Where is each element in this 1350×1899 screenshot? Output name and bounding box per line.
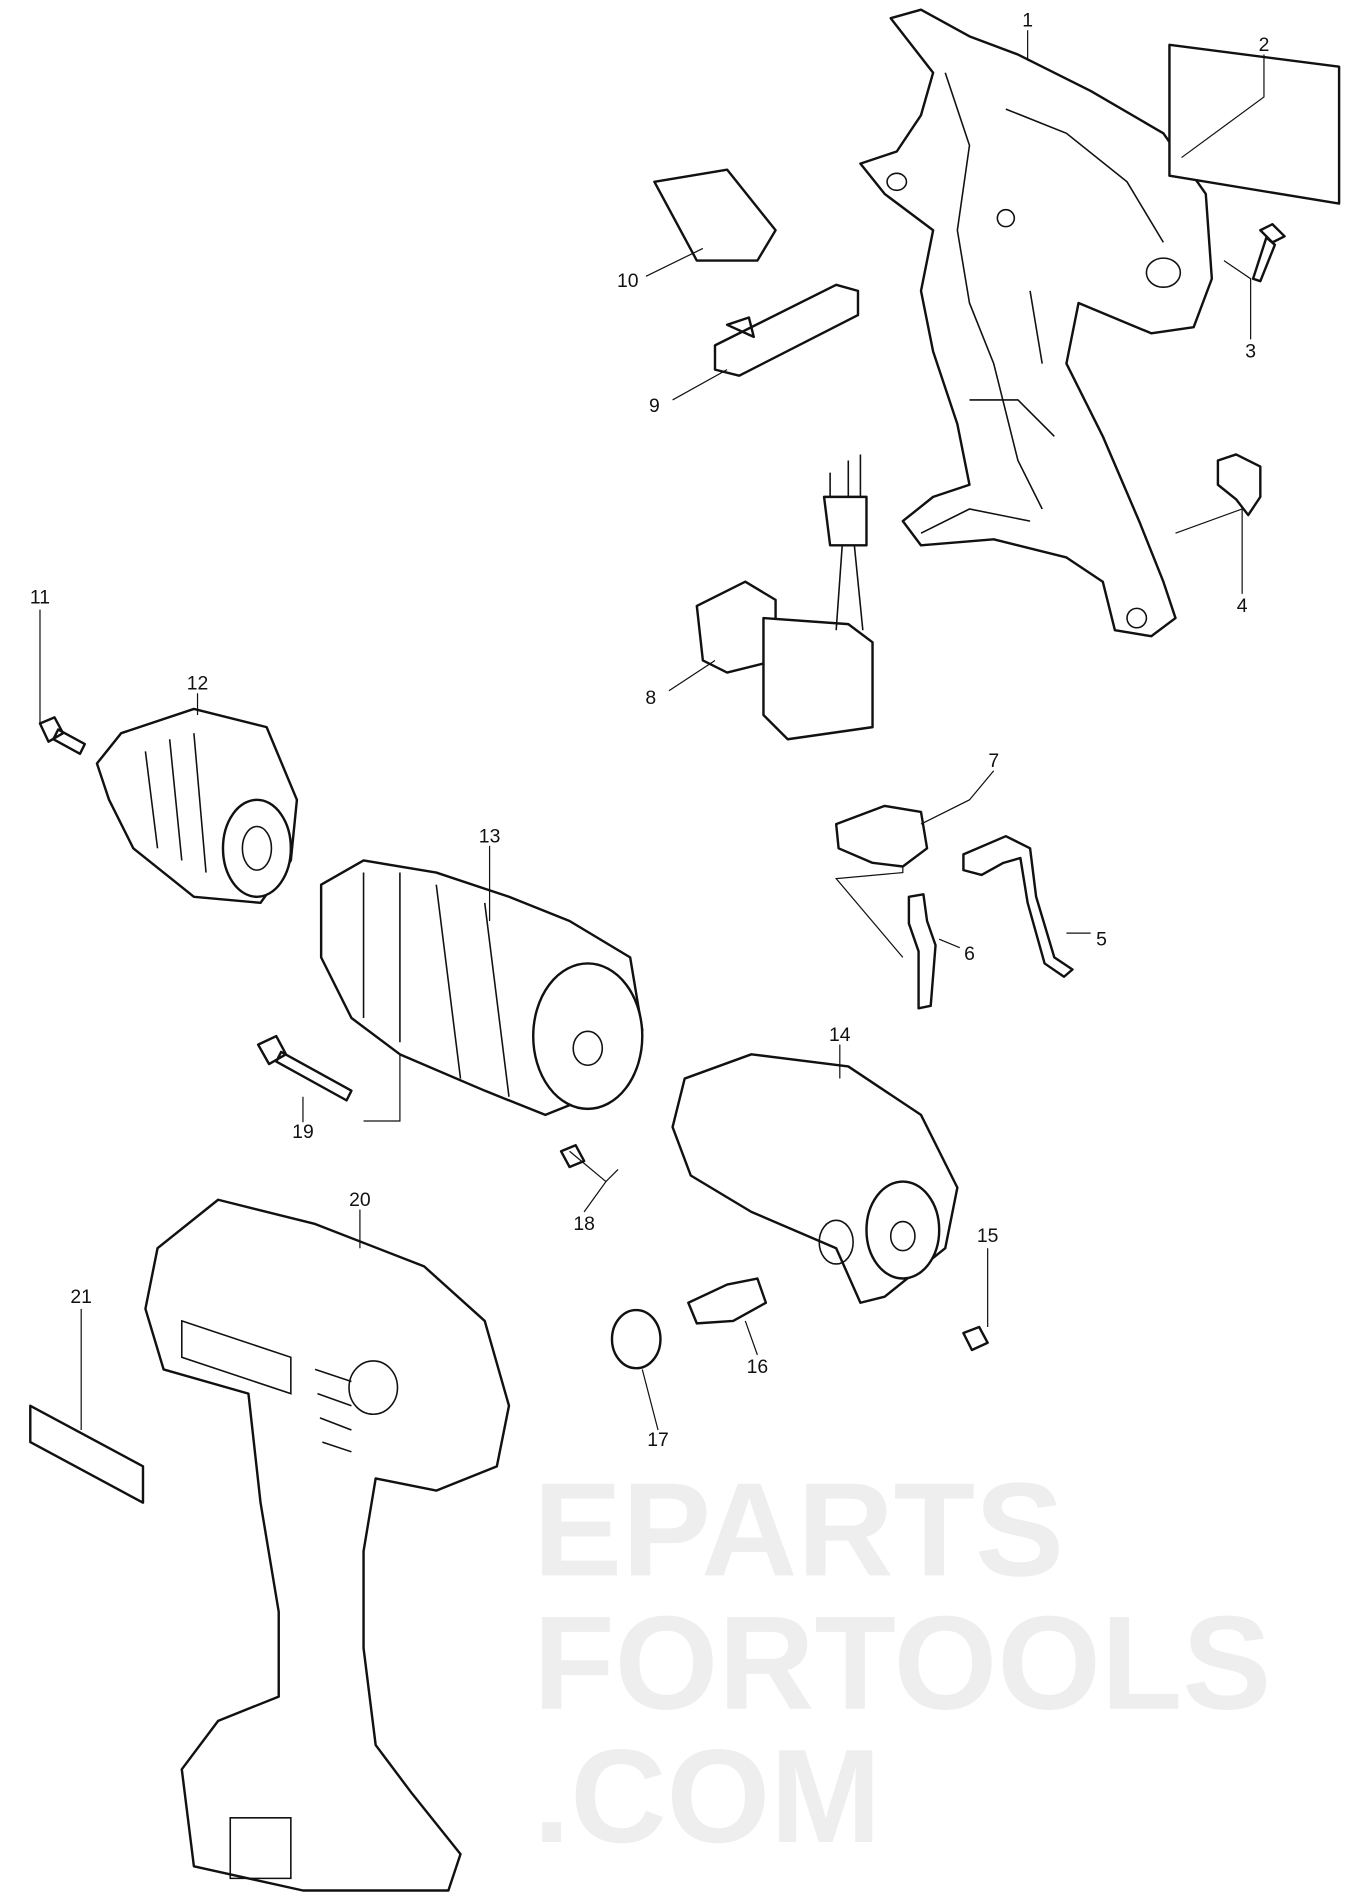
label-11: 11 xyxy=(30,587,50,609)
label-3: 3 xyxy=(1245,341,1256,363)
label-14: 14 xyxy=(829,1024,851,1046)
label-5: 5 xyxy=(1096,928,1107,950)
part-3-screw xyxy=(1251,222,1286,283)
part-21-label xyxy=(29,1404,145,1504)
part-4-clip xyxy=(1216,453,1262,517)
part-9-button xyxy=(713,283,860,377)
part-number-labels: 1 2 3 4 5 6 7 8 9 10 11 12 13 14 15 16 1… xyxy=(30,10,1269,1451)
part-10-plate xyxy=(653,168,777,262)
label-15: 15 xyxy=(977,1225,999,1247)
label-2: 2 xyxy=(1259,34,1270,56)
label-16: 16 xyxy=(747,1356,769,1378)
part-13-gear-assembly xyxy=(319,859,644,1117)
label-19: 19 xyxy=(292,1121,314,1143)
label-4: 4 xyxy=(1237,595,1248,617)
label-18: 18 xyxy=(573,1213,595,1235)
part-18-screw xyxy=(559,1144,586,1169)
part-12-chuck xyxy=(95,707,299,905)
part-14-motor xyxy=(671,1053,959,1304)
label-20: 20 xyxy=(349,1189,371,1211)
part-1-housing-half xyxy=(859,8,1214,638)
part-11-screw xyxy=(38,716,87,755)
label-9: 9 xyxy=(649,395,660,417)
label-1: 1 xyxy=(1022,10,1033,32)
label-12: 12 xyxy=(187,673,209,695)
part-8-switch xyxy=(695,454,874,741)
part-16-brush xyxy=(687,1277,768,1325)
part-2-label xyxy=(1168,43,1341,205)
part-20-housing xyxy=(144,1198,511,1892)
label-8: 8 xyxy=(645,687,656,709)
part-7-brush-holder xyxy=(834,804,929,868)
label-7: 7 xyxy=(988,750,999,772)
watermark-line: EPARTS xyxy=(533,1455,1064,1604)
label-13: 13 xyxy=(479,825,501,847)
watermark-line: FORTOOLS xyxy=(533,1589,1271,1738)
part-6-spring xyxy=(907,893,937,1010)
part-5-spring xyxy=(962,834,1074,978)
label-17: 17 xyxy=(647,1429,669,1451)
label-10: 10 xyxy=(617,270,639,292)
label-21: 21 xyxy=(70,1286,92,1308)
part-19-screw xyxy=(256,1034,353,1102)
leader-lines xyxy=(39,30,1265,1431)
label-6: 6 xyxy=(964,943,975,965)
watermark-line: .COM xyxy=(533,1722,881,1871)
part-17-cap xyxy=(610,1308,662,1370)
part-15-screw xyxy=(962,1325,989,1352)
